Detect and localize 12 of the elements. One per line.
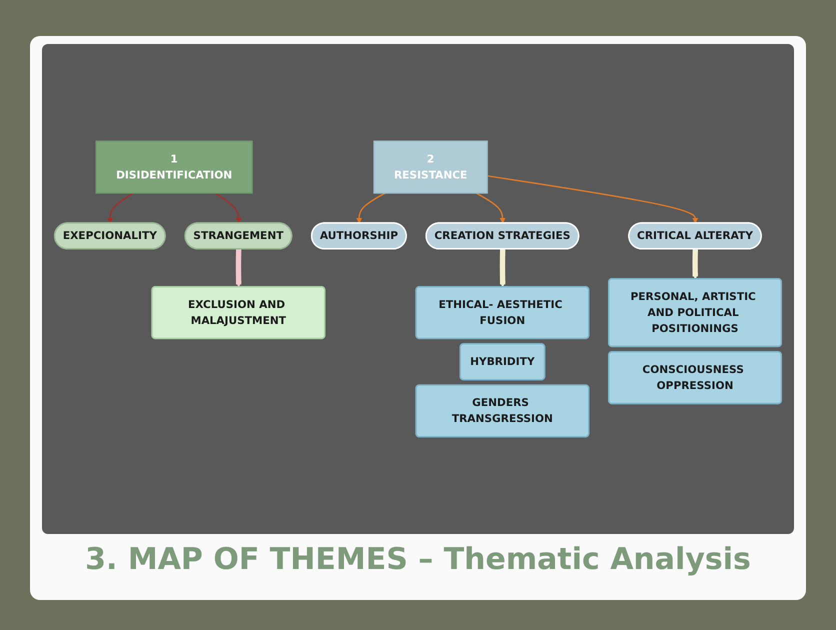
node-box: [373, 140, 488, 194]
arrow: [356, 192, 386, 224]
arrow: [107, 192, 134, 224]
slide-title: 3. MAP OF THEMES – Thematic Analysis: [84, 542, 752, 577]
arrow: [214, 192, 242, 224]
arrow: [236, 248, 242, 288]
arrow: [487, 175, 698, 224]
diagram-panel: 1 DISIDENTIFICATION 2 RESISTANCE EXEPCIONALITY STRANGEMENT AUTHORSHIP CREATION STRATEGIES CRITICAL ALTERATY EXCLUSION AND MALAJUSTMENT ETHICAL- AESTHETIC FUSION PERSONAL, ARTISTIC AND POLITICAL POSITIONINGS HYBRIDITY CONSCIOUSNESS OPPRESSION GENDERS TRANSGRESSION: [42, 44, 794, 534]
arrow: [500, 248, 506, 288]
node-box: [95, 140, 253, 194]
arrow: [476, 192, 506, 224]
arrow: [692, 248, 698, 280]
